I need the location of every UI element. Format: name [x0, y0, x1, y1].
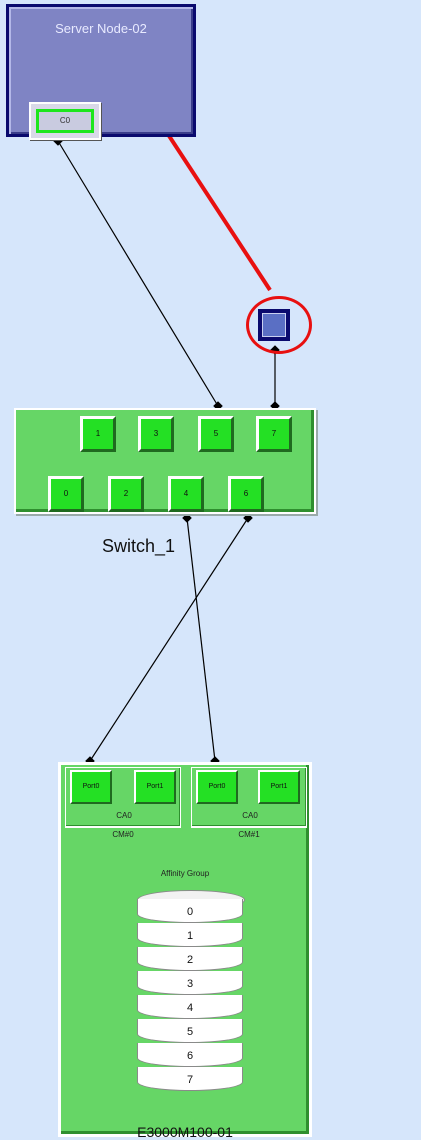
- switch-port-6[interactable]: 6: [228, 476, 264, 512]
- lun-0[interactable]: 0: [137, 899, 243, 923]
- lun-4[interactable]: 4: [137, 995, 243, 1019]
- port-device-label: [262, 313, 286, 337]
- lun-7[interactable]: 7: [137, 1067, 243, 1091]
- lun-1[interactable]: 1: [137, 923, 243, 947]
- switch-port-4[interactable]: 4: [168, 476, 204, 512]
- lun-5[interactable]: 5: [137, 1019, 243, 1043]
- storage-port-port0-cm0[interactable]: Port0: [70, 770, 112, 804]
- switch-device[interactable]: 1 3 5 7 0 2 4 6: [14, 408, 316, 514]
- storage-device[interactable]: Port0 Port1 CA0 CM#0 Port0 Port1 CA0 CM#…: [58, 762, 312, 1140]
- lun-6[interactable]: 6: [137, 1043, 243, 1067]
- ca-block-cm0: Port0 Port1 CA0: [65, 767, 181, 827]
- switch-name-label: Switch_1: [102, 536, 176, 556]
- ca-label: CA0: [242, 811, 258, 820]
- switch-port-5[interactable]: 5: [198, 416, 234, 452]
- server-node[interactable]: Server Node-02 C0: [6, 4, 196, 140]
- red-highlight-arrow: [123, 81, 272, 292]
- highlight-circle: [246, 296, 312, 354]
- server-port-c0-label: C0: [36, 109, 94, 133]
- switch-port-3[interactable]: 3: [138, 416, 174, 452]
- storage-port-port1-cm0[interactable]: Port1: [134, 770, 176, 804]
- storage-port-port0-cm1[interactable]: Port0: [196, 770, 238, 804]
- lun-cylinder: 0 1 2 3 4 5 6 7: [137, 890, 245, 1130]
- cm-label: CM#1: [191, 827, 307, 839]
- cm-label: CM#0: [65, 827, 181, 839]
- lun-2[interactable]: 2: [137, 947, 243, 971]
- link-switch-port-6-to-storage: [85, 513, 253, 766]
- storage-port-port1-cm1[interactable]: Port1: [258, 770, 300, 804]
- server-port-c0[interactable]: C0: [29, 102, 101, 140]
- storage-name-label: E3000M100-01: [137, 1124, 233, 1140]
- ca-block-cm1: Port0 Port1 CA0: [191, 767, 307, 827]
- lun-3[interactable]: 3: [137, 971, 243, 995]
- port-device-icon[interactable]: [258, 309, 290, 341]
- switch-port-0[interactable]: 0: [48, 476, 84, 512]
- link-c0-to-switch-port-5: [53, 136, 223, 411]
- link-switch-port-4-to-storage: [182, 513, 220, 766]
- switch-port-1[interactable]: 1: [80, 416, 116, 452]
- affinity-group-label: Affinity Group: [160, 869, 210, 878]
- switch-port-2[interactable]: 2: [108, 476, 144, 512]
- server-node-title: Server Node-02: [55, 21, 147, 36]
- switch-port-7[interactable]: 7: [256, 416, 292, 452]
- ca-label: CA0: [116, 811, 132, 820]
